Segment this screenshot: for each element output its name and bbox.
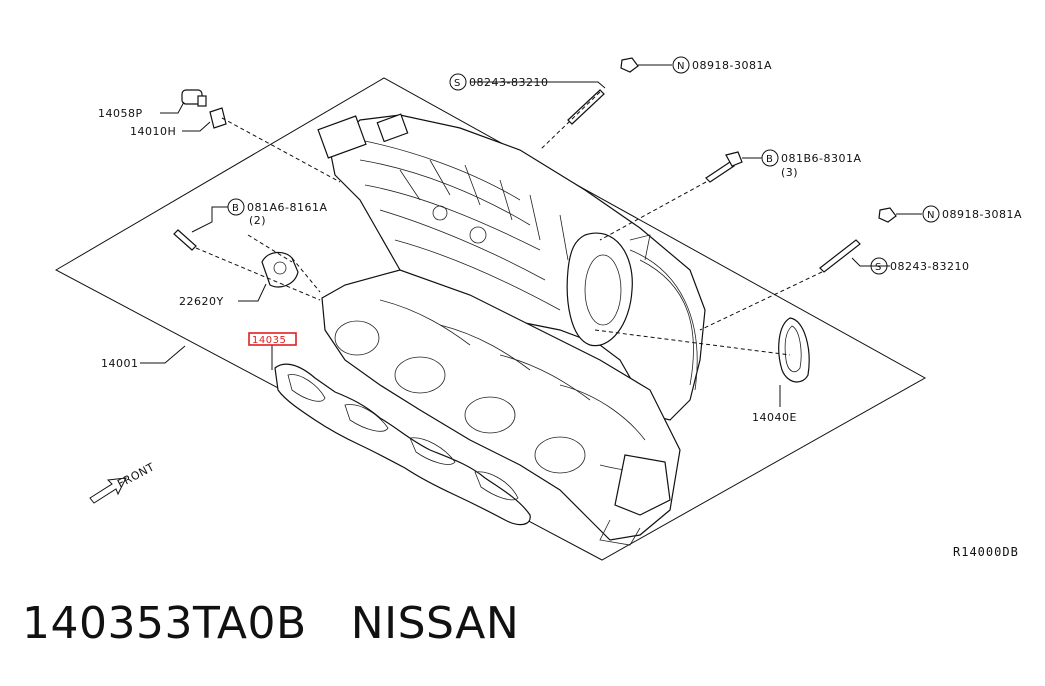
label-s-right[interactable]: 08243-83210 — [890, 260, 969, 273]
gasket-14040E — [778, 317, 810, 383]
label-s-top[interactable]: 08243-83210 — [469, 76, 548, 89]
label-22620Y[interactable]: 22620Y — [179, 295, 224, 308]
runner-flange — [321, 269, 681, 546]
label-b-right-qty: (3) — [781, 166, 798, 179]
label-14001[interactable]: 14001 — [101, 357, 139, 370]
intake-manifold — [317, 113, 706, 421]
part-number-text: 140353TA0B — [22, 598, 307, 649]
b-circle-left — [227, 198, 245, 216]
s-circle-right — [870, 257, 888, 275]
n-letter-right: N — [927, 210, 934, 221]
brand-text: NISSAN — [350, 598, 520, 649]
s-letter-right: S — [875, 262, 881, 273]
caption: 140353TA0B NISSAN — [22, 598, 519, 649]
n-circle-top — [672, 56, 690, 74]
label-n-right[interactable]: 08918-3081A — [942, 208, 1022, 221]
nut-top — [620, 57, 639, 73]
label-b-left-qty: (2) — [249, 214, 266, 227]
label-b-left[interactable]: 081A6-8161A — [247, 201, 328, 214]
ref-code: R14000DB — [953, 545, 1019, 559]
nut-right — [878, 207, 897, 223]
s-circle-top — [449, 73, 467, 91]
part-14058P — [181, 89, 207, 107]
n-circle-right — [922, 205, 940, 223]
bolt-left — [173, 229, 197, 251]
stud-right — [819, 239, 861, 273]
gasket-14035 — [274, 363, 531, 526]
front-arrow — [89, 477, 127, 504]
parts-diagram: N S B N S B 14058P 14010H 08918-3081A 08… — [54, 56, 1022, 561]
front-label: FRONT — [115, 460, 156, 490]
label-14058P[interactable]: 14058P — [98, 107, 143, 120]
b-circle-right — [761, 149, 779, 167]
label-14010H[interactable]: 14010H — [130, 125, 176, 138]
s-letter-top: S — [454, 78, 460, 89]
label-14035[interactable]: 14035 — [252, 335, 286, 346]
b-letter-left: B — [232, 203, 239, 214]
label-b-right[interactable]: 081B6-8301A — [781, 152, 862, 165]
stud-top — [567, 89, 605, 125]
part-14010H — [209, 107, 227, 129]
label-14040E[interactable]: 14040E — [752, 411, 797, 424]
highlight-box-14035 — [248, 332, 297, 346]
bolt-right — [705, 151, 743, 183]
label-n-top[interactable]: 08918-3081A — [692, 59, 772, 72]
n-letter-top: N — [677, 61, 684, 72]
sensor-22620Y — [247, 234, 321, 293]
b-letter-right: B — [766, 154, 773, 165]
